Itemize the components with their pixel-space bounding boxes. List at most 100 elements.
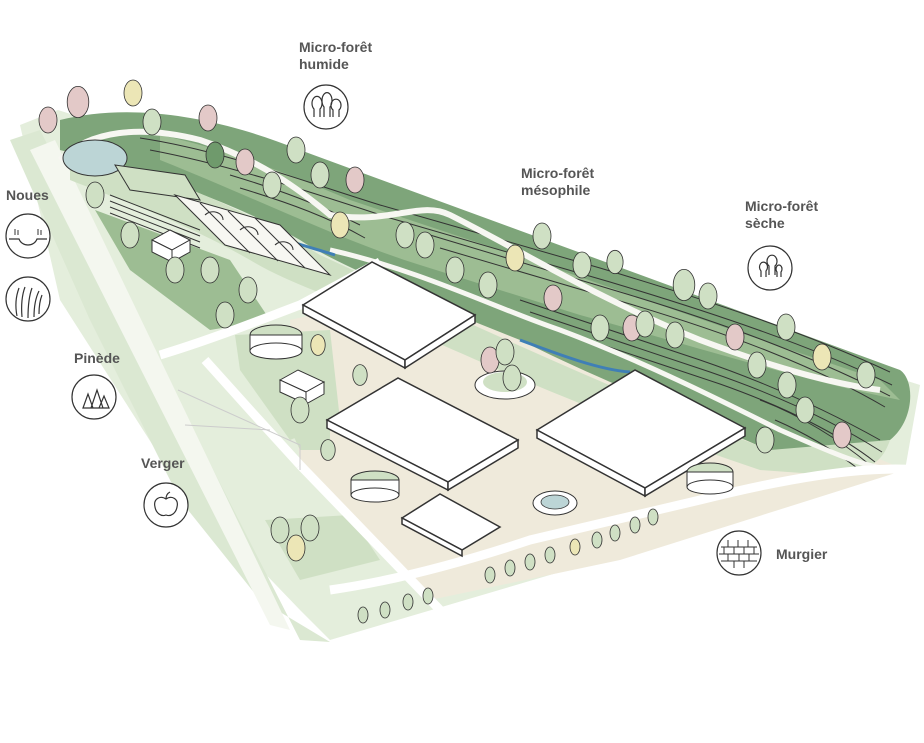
- alley-tree: [357, 606, 369, 624]
- hall-center: [325, 377, 520, 492]
- hall-east: [535, 369, 747, 498]
- tree: [270, 516, 290, 544]
- trees: [38, 79, 876, 624]
- court-lines: [199, 202, 306, 269]
- alley-tree: [524, 553, 536, 571]
- label-micro-foret-seche: Micro-forêt sèche: [745, 198, 818, 232]
- tree: [478, 271, 498, 299]
- tree: [665, 321, 685, 349]
- hall-small: [400, 493, 502, 558]
- tree: [445, 256, 465, 284]
- tree: [345, 166, 365, 194]
- forest-path: [57, 128, 881, 393]
- tree: [165, 256, 185, 284]
- tree: [38, 106, 58, 134]
- alley-tree: [647, 508, 659, 526]
- alley-tree: [402, 593, 414, 611]
- tree: [120, 221, 140, 249]
- tree: [205, 141, 225, 169]
- label-noues: Noues: [6, 187, 49, 204]
- alley-tree: [484, 566, 496, 584]
- label-text: Verger: [141, 455, 185, 471]
- tree: [66, 86, 90, 119]
- left-pale-path: [30, 140, 290, 630]
- forest-path-lower: [329, 247, 901, 473]
- tree: [290, 396, 310, 424]
- alley-tree: [591, 531, 603, 549]
- tree: [198, 104, 218, 132]
- wet-forest-icon: [303, 84, 349, 130]
- stone-wall-icon: [716, 530, 762, 576]
- label-text: Noues: [6, 187, 49, 203]
- murgier-pavilions: [249, 324, 734, 503]
- reeds-icon: [5, 276, 51, 322]
- label-murgier: Murgier: [776, 546, 827, 563]
- alley-tree: [379, 601, 391, 619]
- tree: [543, 284, 563, 312]
- tree: [330, 211, 350, 239]
- label-line: Micro-forêt: [299, 39, 373, 55]
- tree: [812, 343, 832, 371]
- tree: [572, 251, 592, 279]
- fountain-water: [540, 494, 570, 510]
- basketball-court-1: [114, 164, 201, 201]
- label-pinede: Pinède: [74, 350, 120, 367]
- tree: [262, 171, 282, 199]
- tree: [235, 148, 255, 176]
- tree: [505, 244, 525, 272]
- tree: [123, 79, 143, 107]
- label-text: Murgier: [776, 546, 828, 562]
- apple-icon: [143, 482, 189, 528]
- alley-tree: [609, 524, 621, 542]
- tree: [672, 268, 696, 301]
- tree: [238, 276, 258, 304]
- tree: [310, 161, 330, 189]
- alley-tree: [569, 538, 581, 556]
- roads: [158, 258, 921, 614]
- alley-tree: [504, 559, 516, 577]
- tree: [725, 323, 745, 351]
- tree: [415, 231, 435, 259]
- tree: [215, 301, 235, 329]
- tree: [352, 364, 368, 386]
- label-line: Micro-forêt: [521, 165, 595, 181]
- pond: [62, 139, 128, 177]
- hall-north: [301, 261, 477, 370]
- alley-tree: [422, 587, 434, 605]
- tree: [635, 310, 655, 338]
- alley-tree: [544, 546, 556, 564]
- tree: [286, 534, 306, 562]
- alley-tree: [629, 516, 641, 534]
- tree: [856, 361, 876, 389]
- label-verger: Verger: [141, 455, 185, 472]
- label-line: humide: [299, 56, 349, 72]
- forest-band-mid: [160, 135, 900, 400]
- label-line: mésophile: [521, 182, 591, 198]
- road-edges: [177, 389, 301, 470]
- tree: [142, 108, 162, 136]
- label-micro-foret-humide: Micro-forêt humide: [299, 39, 372, 73]
- dry-forest-icon: [747, 245, 793, 291]
- tree: [747, 351, 767, 379]
- label-line: Micro-forêt: [745, 198, 819, 214]
- tree: [286, 136, 306, 164]
- tree: [200, 256, 220, 284]
- label-line: sèche: [745, 215, 785, 231]
- tree: [606, 249, 624, 275]
- label-micro-foret-mesophile: Micro-forêt mésophile: [521, 165, 594, 199]
- tree: [755, 426, 775, 454]
- tree: [320, 439, 336, 461]
- tree: [310, 334, 326, 356]
- swale-icon: [5, 213, 51, 259]
- tree: [776, 313, 796, 341]
- tree: [395, 221, 415, 249]
- tree: [300, 514, 320, 542]
- tree: [502, 364, 522, 392]
- tree: [777, 371, 797, 399]
- label-text: Pinède: [74, 350, 120, 366]
- tree: [832, 421, 852, 449]
- tree: [85, 181, 105, 209]
- tree: [795, 396, 815, 424]
- tree: [495, 338, 515, 366]
